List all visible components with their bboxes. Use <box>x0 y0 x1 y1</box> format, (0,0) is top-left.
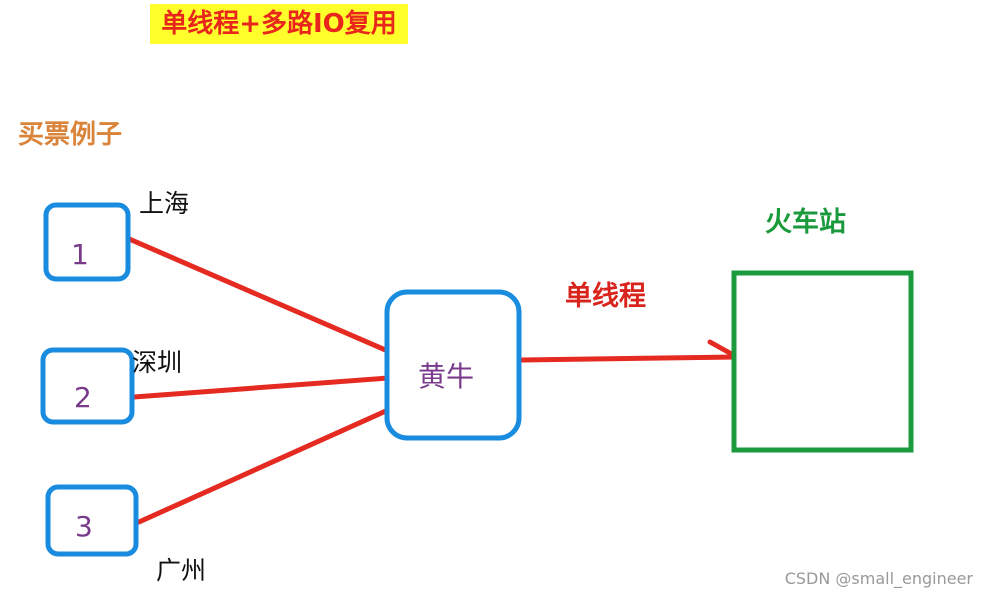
broker-label: 黄牛 <box>418 360 475 393</box>
city-label-2: 深圳 <box>132 348 183 377</box>
client-number-3: 3 <box>75 510 93 543</box>
client-node-1 <box>43 202 131 282</box>
section-label: 买票例子 <box>18 120 123 150</box>
diagram-title: 单线程+多路IO复用 <box>150 4 408 44</box>
client-node-2 <box>40 347 135 425</box>
connector-broker-station <box>519 354 740 363</box>
city-label-1: 上海 <box>139 189 190 218</box>
client-number-2: 2 <box>74 381 92 414</box>
city-label-3: 广州 <box>156 556 207 585</box>
broker-node <box>384 289 522 441</box>
client-number-1: 1 <box>71 238 89 271</box>
connector-client-2 <box>131 375 391 400</box>
single-thread-label: 单线程 <box>565 281 646 312</box>
connector-client-1 <box>124 235 393 355</box>
station-node <box>731 270 914 453</box>
client-node-3 <box>45 484 139 557</box>
connector-client-3 <box>136 407 391 525</box>
watermark: CSDN @small_engineer <box>784 569 973 588</box>
station-label: 火车站 <box>765 207 846 238</box>
